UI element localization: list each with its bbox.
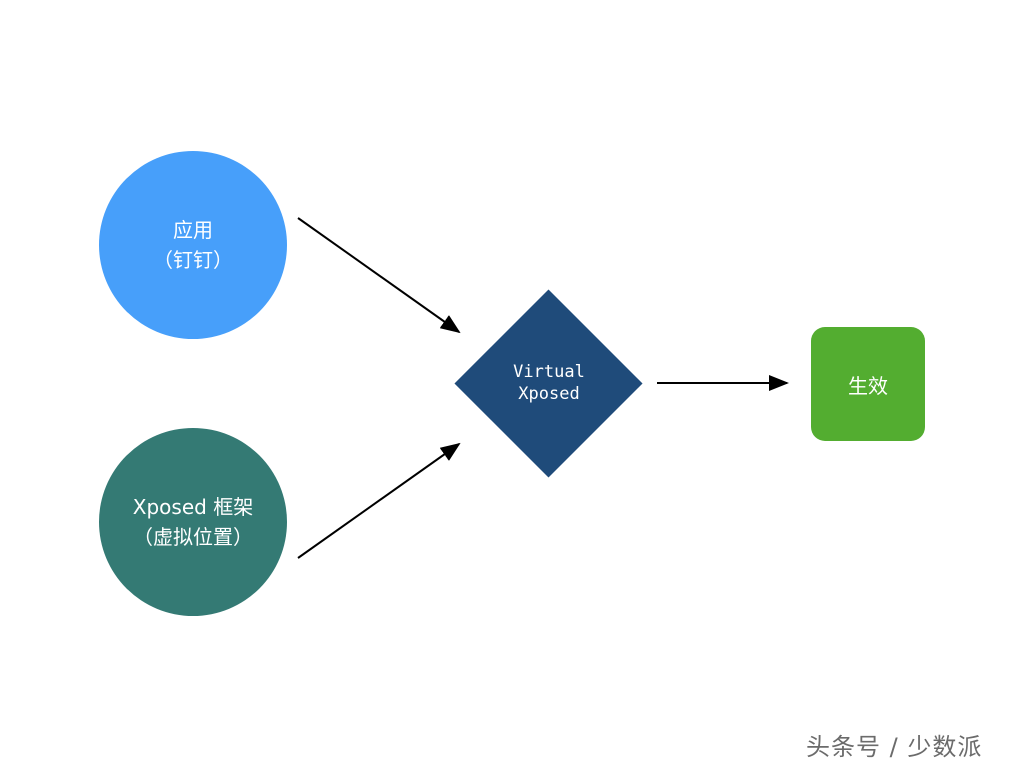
result-label: 生效 xyxy=(848,373,888,398)
xposed-framework-node: Xposed 框架 （虚拟位置） xyxy=(99,428,287,616)
result-effective-node: 生效 xyxy=(811,327,925,441)
virtual-xposed-line1: Virtual xyxy=(513,362,585,382)
virtual-xposed-line2: Xposed xyxy=(518,384,580,404)
app-dingtalk-node: 应用 （钉钉） xyxy=(99,151,287,339)
xposed-node-title: Xposed 框架 xyxy=(132,495,254,519)
app-node-title: 应用 xyxy=(173,218,213,242)
arrow-xposed-to-virtual xyxy=(297,442,461,559)
virtual-xposed-label: Virtual Xposed xyxy=(449,343,649,423)
arrow-app-to-virtual xyxy=(297,217,461,334)
xposed-node-subtitle: （虚拟位置） xyxy=(133,525,253,549)
app-node-subtitle: （钉钉） xyxy=(153,248,233,272)
watermark: 头条号 / 少数派 xyxy=(806,733,983,761)
